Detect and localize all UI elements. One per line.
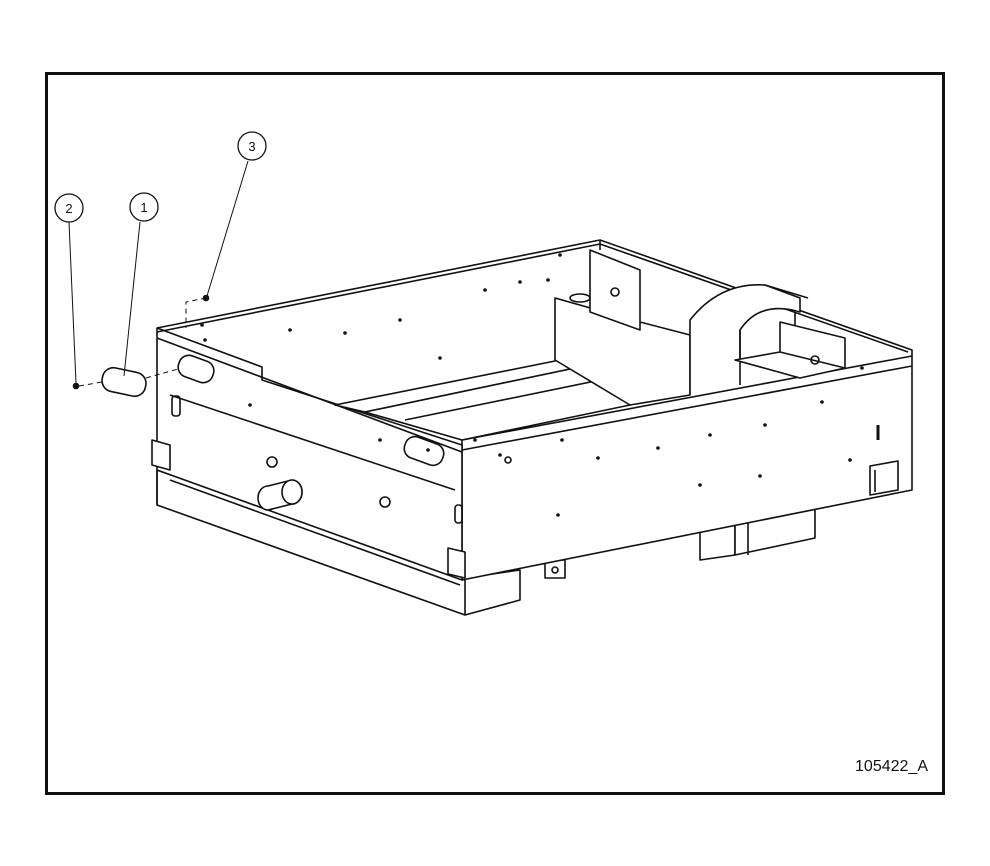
access-hole-left <box>177 354 215 384</box>
burner-tube <box>257 456 391 511</box>
screw-item-2 <box>72 382 80 390</box>
callout-3-label: 3 <box>248 139 255 154</box>
left-end-panel <box>151 327 466 581</box>
drawing-frame <box>45 72 945 795</box>
callout-1: 1 <box>129 192 159 222</box>
front-panel <box>461 355 913 581</box>
callout-1-label: 1 <box>140 200 147 215</box>
right-interior-bracket <box>734 321 846 379</box>
back-bracket <box>589 249 641 331</box>
callout-2: 2 <box>54 193 84 223</box>
rivet-dots <box>200 253 864 517</box>
figure-id: 105422_A <box>855 758 928 775</box>
leader-lines <box>68 160 249 384</box>
callout-2-label: 2 <box>65 201 72 216</box>
cover-plate-item-1 <box>101 366 147 398</box>
access-hole-inner <box>403 435 445 467</box>
callout-3: 3 <box>237 131 267 161</box>
assembly-dashes <box>78 297 207 387</box>
